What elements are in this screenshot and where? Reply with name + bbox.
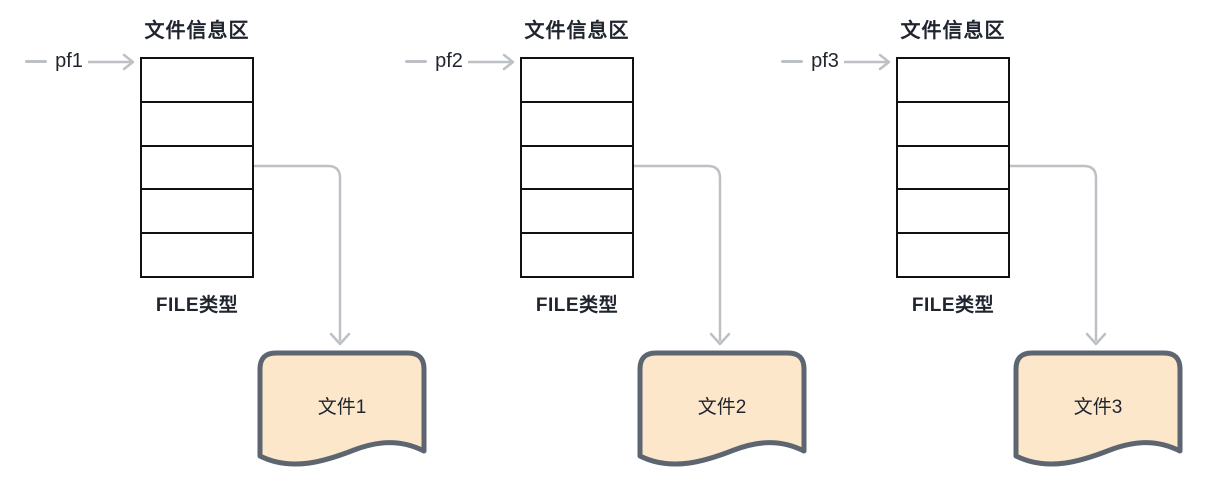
dash-icon (25, 60, 47, 63)
document-shape (637, 350, 807, 467)
file-group-3: 文件信息区 pf3 FILE类型 文件3 (756, 0, 1196, 504)
table-row (522, 144, 632, 189)
connector-arrow (634, 164, 731, 346)
table-row (522, 59, 632, 101)
table-row (522, 100, 632, 145)
table-row (142, 232, 252, 276)
connector-arrow (1010, 164, 1107, 346)
table-row (522, 232, 632, 276)
area-title: 文件信息区 (900, 20, 1006, 42)
dash-icon (781, 60, 803, 63)
table-row (898, 188, 1008, 232)
pointer-label: pf3 (811, 50, 839, 72)
document-shape (257, 350, 427, 467)
document-label: 文件1 (317, 397, 367, 418)
file-struct-table (520, 57, 634, 278)
document-label: 文件3 (1073, 397, 1123, 418)
file-struct-table (896, 57, 1010, 278)
table-row (898, 100, 1008, 145)
type-label: FILE类型 (155, 295, 239, 316)
table-row (898, 144, 1008, 189)
right-arrow-icon (468, 53, 515, 71)
pointer-label: pf2 (435, 50, 463, 72)
table-row (142, 144, 252, 189)
table-row (142, 59, 252, 101)
document-shape (1013, 350, 1183, 467)
connector-arrow (254, 164, 351, 346)
table-row (142, 188, 252, 232)
right-arrow-icon (88, 53, 135, 71)
file-group-2: 文件信息区 pf2 FILE类型 文件2 (380, 0, 820, 504)
right-arrow-icon (844, 53, 891, 71)
file-group-1: 文件信息区 pf1 FILE类型 文件1 (0, 0, 440, 504)
table-row (522, 188, 632, 232)
pointer-label: pf1 (55, 50, 83, 72)
file-struct-table (140, 57, 254, 278)
document-label: 文件2 (697, 397, 747, 418)
type-label: FILE类型 (535, 295, 619, 316)
table-row (898, 59, 1008, 101)
table-row (898, 232, 1008, 276)
area-title: 文件信息区 (144, 20, 250, 42)
dash-icon (405, 60, 427, 63)
table-row (142, 100, 252, 145)
type-label: FILE类型 (911, 295, 995, 316)
area-title: 文件信息区 (524, 20, 630, 42)
